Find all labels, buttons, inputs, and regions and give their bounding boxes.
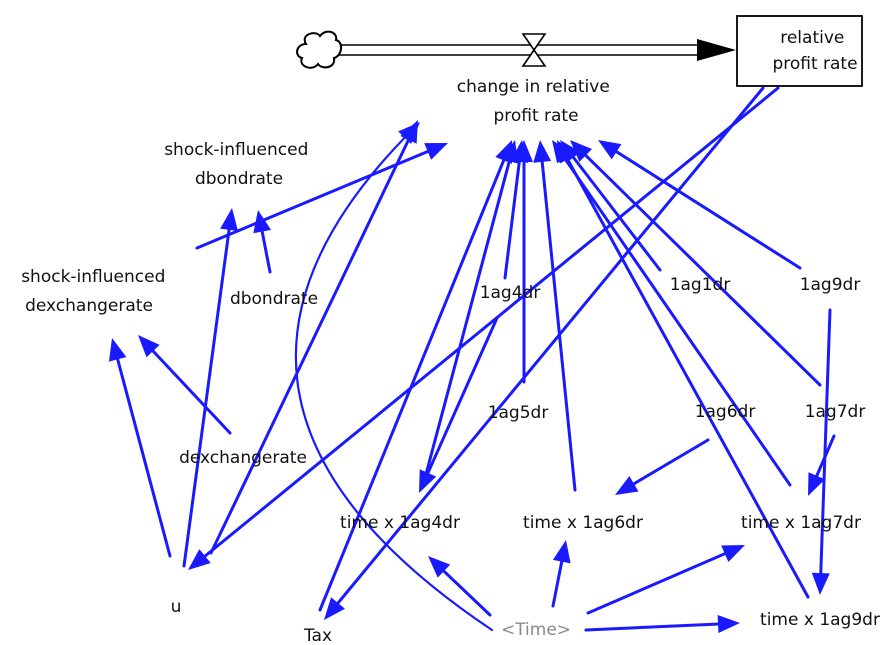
link-arrowhead: [721, 545, 745, 563]
link-time-to-t9: [584, 615, 740, 633]
stock-label: relative profit rate: [772, 28, 857, 74]
link-arrowhead: [495, 140, 513, 164]
link-arrowhead: [811, 572, 830, 595]
var-time-shadow[interactable]: <Time>: [501, 620, 571, 640]
link-arrowhead: [188, 549, 211, 570]
var-time-x-1ag9dr[interactable]: time x 1ag9dr: [760, 610, 880, 630]
var-time-x-1ag4dr[interactable]: time x 1ag4dr: [340, 513, 460, 533]
link-tax-to-flow: [318, 140, 513, 612]
link-arrowhead: [324, 597, 345, 620]
var-1ag4dr[interactable]: 1ag4dr: [480, 283, 541, 303]
link-ag1-to-flow: [560, 140, 662, 272]
link-u-to-shock-bond: [182, 208, 238, 568]
link-arrowhead: [615, 476, 639, 495]
var-1ag6dr[interactable]: 1ag6dr: [695, 402, 756, 422]
link-arrowhead: [717, 615, 740, 633]
link-stock-to-u: [188, 86, 780, 570]
link-time-to-t4: [428, 556, 492, 617]
link-ag9-to-t9: [811, 308, 832, 595]
flow-valve-icon: [521, 33, 547, 67]
var-time-x-1ag6dr[interactable]: time x 1ag6dr: [523, 513, 643, 533]
link-ag7-to-flow: [570, 140, 822, 387]
link-arrowhead: [138, 335, 160, 358]
var-1ag9dr[interactable]: 1ag9dr: [800, 275, 861, 295]
link-ag4-to-t4: [419, 316, 499, 493]
flow-label-change-in-relative-profit-rate[interactable]: change in relative profit rate: [457, 77, 615, 126]
link-t9-to-flow: [557, 140, 810, 599]
link-t7-to-flow: [552, 140, 792, 487]
link-stock-to-tax: [324, 86, 765, 620]
causal-links: [108, 86, 836, 633]
link-arrowhead: [253, 210, 272, 234]
link-dbondrate-to-shock-bond: [253, 210, 272, 274]
link-arrowhead: [808, 472, 826, 496]
var-tax[interactable]: Tax: [303, 626, 332, 645]
link-t4-to-flow: [423, 140, 519, 480]
link-arrowhead: [515, 140, 533, 162]
var-u[interactable]: u: [171, 597, 182, 617]
link-arrowhead: [598, 140, 622, 160]
link-dexch-to-shock-exch: [138, 335, 232, 435]
link-arrowhead: [419, 469, 437, 493]
link-arrowhead: [424, 143, 448, 160]
var-dbondrate[interactable]: dbondrate: [230, 289, 318, 309]
stock-relative-profit-rate[interactable]: [736, 15, 863, 87]
link-arrowhead: [398, 122, 420, 145]
link-time-to-t6: [551, 540, 571, 608]
link-t6-to-flow: [533, 140, 577, 492]
link-shock-bond-to-flow: [195, 143, 448, 250]
link-arrowhead: [570, 140, 593, 162]
var-shock-influenced-dexchangerate[interactable]: shock-influenced dexchangerate: [21, 267, 171, 316]
link-ag6-to-t6: [615, 438, 710, 495]
cloud-source-icon: [296, 30, 342, 69]
flow-pipe: [328, 39, 736, 61]
link-time-to-t7: [586, 545, 745, 615]
link-arrowhead: [428, 556, 451, 578]
var-time-x-1ag7dr[interactable]: time x 1ag7dr: [741, 513, 861, 533]
link-u-to-shock-exch: [108, 338, 172, 558]
link-arrowhead: [552, 540, 571, 564]
link-ag7-to-t7: [808, 434, 836, 496]
link-ag5-to-flow: [515, 140, 533, 384]
link-arrowhead: [220, 208, 238, 232]
link-arrowhead: [533, 140, 552, 163]
var-shock-influenced-dbondrate[interactable]: shock-influenced dbondrate: [164, 140, 314, 189]
var-1ag1dr[interactable]: 1ag1dr: [670, 275, 731, 295]
link-arrowhead: [108, 338, 127, 362]
flow-arrowhead: [697, 39, 736, 61]
var-dexchangerate[interactable]: dexchangerate: [179, 448, 307, 468]
link-ag9-to-flow: [598, 140, 802, 270]
link-time-to-flow-curve: [294, 122, 494, 632]
var-1ag7dr[interactable]: 1ag7dr: [805, 402, 866, 422]
link-arrowhead: [557, 140, 576, 164]
var-1ag5dr[interactable]: 1ag5dr: [488, 403, 549, 423]
